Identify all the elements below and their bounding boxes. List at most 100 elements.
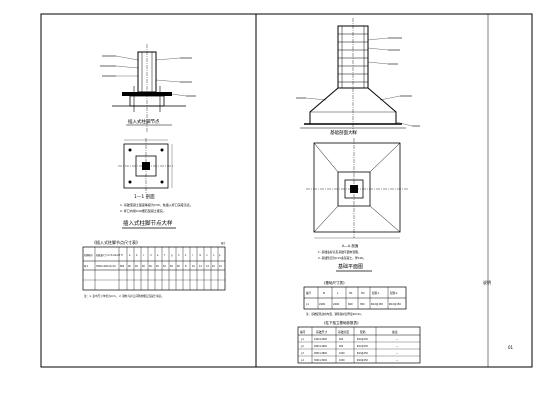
right-table1-header: B [323,291,325,295]
left-table-header: f [164,254,165,257]
table-row: J-4 3000×3000 1000 Φ14@150 — [300,359,399,362]
section-mark: A—A 剖面 [342,243,359,248]
right-table1-header: 配筋② [390,291,398,295]
sheet-frame: 说明 01 [40,13,533,368]
right-table1-header: L [337,291,339,295]
right-table1-cell: 300 [360,303,365,306]
left-table-header: c [143,254,145,257]
left-table-cell: 90 [128,265,131,268]
left-table-header: o [213,254,215,257]
section-title: 基础剖面大样 [330,129,357,136]
right-table2-cell: 900 [339,345,344,348]
right-table2-cell: — [396,352,399,355]
left-table-cell: 12 [199,265,202,268]
plan-title: 基础平面图 [338,263,363,270]
foundation-plan-detail: A—A 剖面 1. 基础底标高见基础平面布置图。 2. 基础垫层为C15素混凝土… [306,138,408,272]
left-table-cell: 60 [177,265,180,268]
left-table-header: d [150,254,152,257]
right-table2-cell: Φ12@150 [357,345,368,348]
foundation-parameter-table: 《柱下独立基础参数表》 编号 基础尺寸 基础高度 配筋 备注 J-1 2400×… [297,320,421,364]
right-table1-header: H2 [361,291,365,295]
left-table-cell: 40 [156,265,159,268]
table-row: J-3 2800×2800 1000 Φ14@150 — [300,352,399,355]
left-note-2: 2. 杯口内用C40细石混凝土灌实。 [120,208,166,213]
right-table2-cell: J-3 [300,352,304,355]
column-plan-detail: 1—1 剖面 1. 基础混凝土强度等级为C30，柱插入杯口深度见表。 2. 杯口… [118,138,193,229]
left-table-header: 柱脚编号 [84,253,94,257]
right-table2-cell: J-1 [300,338,304,341]
right-table2-cell: Φ14@150 [357,359,368,362]
left-table-cell: 60 [170,265,173,268]
left-table-header: n [206,254,208,257]
right-table2-header: 编号 [300,330,306,334]
left-table-cell: 14 [206,265,209,268]
left-table-title: 《插入式柱脚节点尺寸表》 [92,239,140,245]
left-table-header: H [121,254,123,257]
left-table-cell: 60 [149,265,152,268]
table-row: J-1 2400×2400 900 Φ12@150 — [300,338,399,341]
right-table2-cell: J-4 [300,359,304,362]
right-table2-header: 配筋 [360,330,366,334]
right-note-1: 1. 基础底标高见基础平面布置图。 [318,250,361,254]
right-table1-cell: 600 [348,303,353,306]
column-base-table: 《插入式柱脚节点尺寸表》 柱脚编号 柱截面尺寸 b×h×tw×tf H a b … [82,239,226,298]
left-table-cell: 16 [212,265,215,268]
right-table2-title: 《柱下独立基础参数表》 [322,320,361,325]
left-table-cell: ZJ-1 [84,265,89,268]
right-table1-header: 编号 [306,291,312,295]
page-number: 01 [508,345,514,350]
right-table1-note: 注：基础配筋双向布置，钢筋保护层厚度40mm。 [306,312,364,316]
left-table-header: g [171,254,173,257]
left-table-header: m [199,254,201,257]
foundation-size-table: 《基础尺寸表》 编号 B L H1 H2 配筋① 配筋② J-1 2400 24… [303,280,407,316]
right-table2-cell: 1000 [339,352,345,355]
left-table-note: 注：1. 表中尺寸单位为mm。 2. 钢柱与杯口间隙用细石混凝土填实。 [84,294,164,298]
detail-title: 插入式柱脚节点大样 [123,219,173,227]
left-table-cell: 60 [142,265,145,268]
left-table-header: a [129,254,131,257]
right-table2-cell: 2400×2400 [314,338,328,341]
right-table2-cell: 3000×3000 [314,359,328,362]
right-table2-cell: — [396,338,399,341]
right-table1-cell: Φ12@150 [389,303,401,306]
left-table-cell: 50 [163,265,166,268]
right-table1-header: H1 [349,291,353,295]
table-row: J-2 2600×2600 900 Φ12@150 — [300,345,399,348]
left-table-header: l [192,254,193,257]
right-table1-header: 配筋① [372,291,380,295]
right-table2-cell: Φ14@150 [357,352,368,355]
left-table-header: p [219,254,221,257]
right-table2-cell: J-2 [300,345,304,348]
left-table-cell: 8 [185,265,187,268]
left-table-header: h [178,254,180,257]
left-table-header: k [185,254,187,257]
right-table2-cell: 2800×2800 [314,352,328,355]
left-table-cell: H300×200×6×10 [96,265,116,268]
right-table2-cell: 900 [339,338,344,341]
right-table1-title: 《基础尺寸表》 [322,280,347,285]
right-table2-header: 备注 [392,330,398,334]
left-table-cell: 800 [120,265,125,268]
elevation-title: 插入式柱脚节点 [128,118,160,125]
left-table-header: b [136,254,138,257]
right-table1-cell: J-1 [305,303,309,306]
left-table-header: 备注 [221,241,226,245]
left-table-cell: 10 [192,265,195,268]
right-table2-header: 基础尺寸 [316,330,327,334]
right-table1-cell: Φ12@150 [371,303,383,306]
left-table-cell: 10 [219,265,222,268]
table-row: J-1 2400 2400 600 300 Φ12@150 Φ12@150 [305,303,401,306]
right-margin-note: 说明 [483,279,491,285]
left-table-header: e [157,254,159,257]
right-table2-cell: — [396,359,399,362]
table-row: ZJ-1 H300×200×6×10 800 90 90 60 60 40 50… [84,265,222,268]
right-table2-cell: 1000 [339,359,345,362]
right-table1-cell: 2400 [333,303,340,306]
left-table-header: 柱截面尺寸 b×h×tw×tf [96,253,120,257]
column-elevation-detail: 插入式柱脚节点 [100,44,196,132]
right-table2-cell: Φ12@150 [357,338,368,341]
right-table2-cell: 2600×2600 [314,345,328,348]
foundation-section-detail: 基础剖面大样 [296,18,420,136]
plan-section-title: 1—1 剖面 [134,193,155,200]
